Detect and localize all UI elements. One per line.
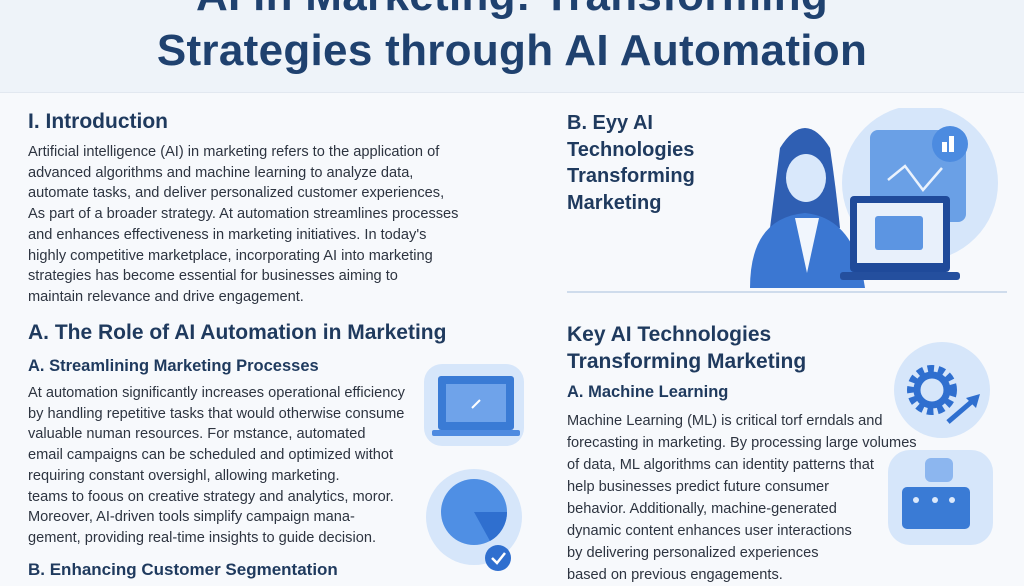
intro-line: Artificial intelligence (AI) in marketin…: [28, 144, 440, 160]
machine-learning-subheading: A. Machine Learning: [567, 383, 729, 401]
role-heading: A. The Role of AI Automation in Marketin…: [28, 321, 447, 344]
streamlining-text: At automation significantly increases op…: [28, 383, 405, 549]
text-line: valuable numan resources. For mstance, a…: [28, 426, 366, 443]
heading-line: Key AI Technologies: [567, 323, 772, 346]
text-line: requiring constant oversighl, allowing m…: [28, 467, 340, 484]
intro-line: highly competitive marketplace, incorpor…: [28, 247, 433, 264]
intro-line: maintain relevance and drive engagement.: [28, 288, 304, 305]
text-line: based on previous engagements.: [567, 567, 783, 583]
streamlining-subheading: A. Streamlining Marketing Processes: [28, 357, 319, 375]
key-tech-heading-top: B. Eyy AI Technologies Transforming Mark…: [567, 110, 695, 216]
text-line: by handling repetitive tasks that would …: [28, 405, 405, 422]
check-badge-icon: [485, 545, 511, 571]
text-line: gement, providing real-time insights to …: [28, 529, 377, 546]
gear-icon: [907, 365, 957, 415]
intro-line: As part of a broader strategy. At automa…: [28, 206, 459, 223]
intro-line: and enhances effectiveness in marketing …: [28, 226, 427, 243]
text-line: email campaigns can be scheduled and opt…: [28, 447, 394, 464]
text-line: dynamic content enhances user interactio…: [567, 523, 852, 539]
text-line: of data, ML algorithms can identity patt…: [567, 457, 874, 473]
page-title-line-2: Strategies through AI Automation: [156, 26, 868, 75]
gear-icon-bg: [894, 342, 990, 438]
tech-icons: [888, 342, 993, 545]
text-line: behavior. Additionally, machine-generate…: [567, 501, 837, 517]
intro-text: Artificial intelligence (AI) in marketin…: [28, 142, 458, 308]
machine-learning-text: Machine Learning (ML) is critical torf e…: [567, 410, 917, 586]
heading-line: B. Eyy AI: [567, 112, 653, 134]
key-tech-heading: Key AI Technologies Transforming Marketi…: [567, 321, 806, 375]
heading-line: Transforming Marketing: [567, 350, 807, 373]
text-line: teams to foous on creative strategy and …: [28, 488, 394, 505]
header-band: AI in Marketing: Transforming Strategies…: [0, 0, 1024, 93]
heading-line: Transforming: [567, 165, 695, 187]
text-line: Machine Learning (ML) is critical torf e…: [567, 413, 883, 429]
text-line: help businesses predict future consumer: [567, 479, 830, 495]
text-line: Moreover, AI-driven tools simplify campa…: [28, 509, 355, 526]
intro-line: strategies has become essential for busi…: [28, 268, 398, 285]
heading-line: Marketing: [567, 191, 662, 214]
role-icons: [424, 364, 524, 571]
text-line: forecasting in marketing. By processing …: [567, 435, 917, 451]
page-title-line-1: AI in Marketing: Transforming: [0, 0, 1024, 21]
segmentation-heading: B. Enhancing Customer Segmentation: [28, 560, 338, 579]
intro-line: automate tasks, and deliver personalized…: [28, 185, 445, 202]
intro-heading: I. Introduction: [28, 110, 168, 133]
section-divider: [567, 291, 1007, 293]
chat-bubble-icon: [902, 487, 970, 529]
text-line: At automation significantly increases op…: [28, 385, 405, 401]
intro-line: advanced algorithms and machine learning…: [28, 164, 414, 181]
woman-laptop-illustration: [750, 108, 998, 288]
face: [786, 154, 826, 202]
heading-line: Technologies: [567, 138, 695, 161]
text-line: by delivering personalized experiences: [567, 545, 819, 561]
